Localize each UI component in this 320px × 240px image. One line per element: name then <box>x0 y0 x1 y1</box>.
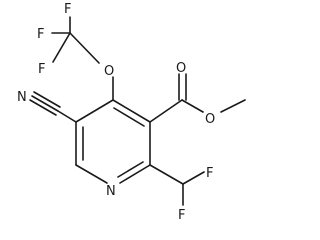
bond-c2-chf2 <box>149 164 184 185</box>
atom-n-ring: N <box>106 184 116 199</box>
bond-cn-triple-3 <box>29 99 57 116</box>
atom-f-top: F <box>64 2 71 17</box>
bond-c3-ccarbonyl <box>149 99 183 123</box>
bond-c5-c4 <box>75 99 114 123</box>
bond-cf3-o <box>69 32 100 64</box>
bonds <box>29 16 246 206</box>
bond-c5-cn <box>57 110 77 123</box>
atom-o-ether: O <box>104 64 114 79</box>
atom-o-carbonyl: O <box>176 61 186 76</box>
bond-c4-c3 <box>112 99 151 123</box>
molecule-svg: F F F O O O N N F F <box>17 2 246 223</box>
bond-o-methyl <box>220 99 246 113</box>
atom-f-low: F <box>38 62 45 77</box>
atom-labels: F F F O O O N N F F <box>17 2 215 223</box>
atom-n-nitrile: N <box>17 90 27 105</box>
atom-f-chf2-a: F <box>206 166 213 181</box>
atom-o-ester: O <box>205 112 215 127</box>
bond-cn-triple-2 <box>33 91 61 108</box>
bond-c4-c3-inner <box>113 107 145 127</box>
bond-n-c6 <box>75 164 108 184</box>
bond-c2-n-inner <box>117 161 144 178</box>
bond-c2-n <box>119 164 151 184</box>
bond-chf2-f-a <box>182 171 205 185</box>
bond-cn-triple-1 <box>31 95 59 112</box>
bond-c-o-single <box>181 99 204 113</box>
atom-f-chf2-b: F <box>178 208 185 223</box>
atom-f-left: F <box>37 27 44 42</box>
molecule-structure-diagram: F F F O O O N N F F <box>17 2 246 223</box>
bond-cf3-f-low <box>52 32 71 63</box>
